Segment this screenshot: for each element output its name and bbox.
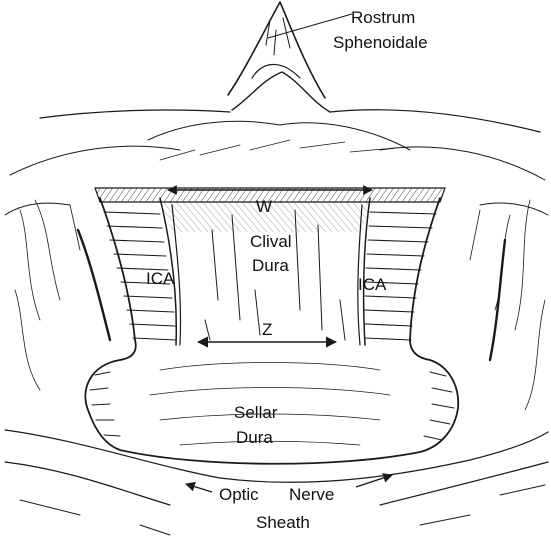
optic-label-word2: Nerve: [289, 485, 334, 504]
left-ica-label: ICA: [146, 269, 175, 288]
rostrum-label-line2: Sphenoidale: [333, 33, 428, 52]
rostrum-sphenoidale: [227, 1, 331, 113]
optic-right-arrow: [355, 473, 393, 488]
rostrum-label-line1: Rostrum: [351, 8, 415, 27]
sellar-dura-label-line1: Sellar: [234, 403, 278, 422]
clival-dura-label-line1: Clival: [250, 232, 292, 251]
left-ica-tube: [76, 197, 178, 361]
rostrum-leader-line: [267, 13, 353, 39]
right-ica-tube: [362, 197, 507, 362]
clival-dura: [171, 204, 363, 346]
right-ica-label: ICA: [358, 275, 387, 294]
optic-nerve-sheath: [4, 429, 549, 536]
w-label: W: [256, 197, 272, 216]
sellar-dura-label-line2: Dura: [236, 428, 273, 447]
z-label: Z: [262, 320, 272, 339]
clival-dura-label-line2: Dura: [252, 256, 289, 275]
optic-label-line2: Sheath: [256, 513, 310, 532]
optic-left-arrow: [185, 481, 213, 493]
optic-label-word1: Optic: [219, 485, 259, 504]
sellar-region: [84, 359, 460, 465]
sphenoid-sinus-background: [4, 109, 549, 411]
